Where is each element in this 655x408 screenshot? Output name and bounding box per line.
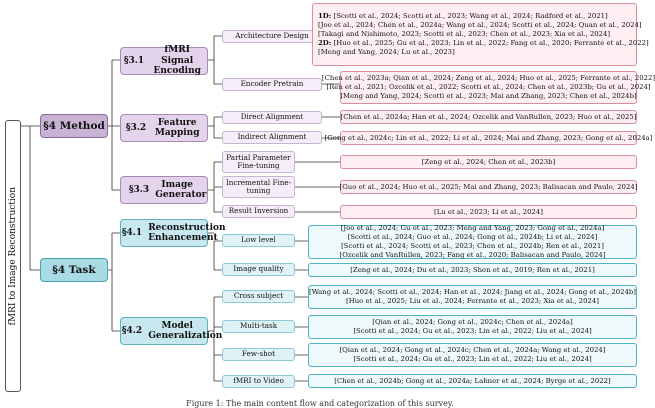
figure-caption: Figure 1: The main content flow and cate… [186,399,454,408]
image-quality-node: Image quality [222,263,295,276]
low-level-refs: [Joo et al., 2024; Gu et al., 2023; Meng… [308,224,637,259]
indirect-alignment-refs: [Gong et al., 2024c; Lin et al., 2022; L… [325,131,652,145]
partial-parameter-refs: [Zeng et al., 2024; Chen et al., 2023b] [340,155,637,169]
root-node: fMRI to Image Reconstruction [5,120,21,392]
architecture-design-node: Architecture Design [222,30,322,43]
task-node: §4 Task [40,258,108,282]
low-level-node: Low level [222,234,295,247]
result-inversion-node: Result Inversion [222,205,295,218]
few-shot-refs: [Qian et al., 2024; Gong et al., 2024c; … [308,343,637,367]
cross-subject-refs: [Wang et al., 2024; Scotti et al., 2024;… [308,285,637,309]
direct-alignment-node: Direct Alignment [222,111,322,124]
multi-task-node: Multi-task [222,320,295,333]
encoder-pretrain-node: Encoder Pretrain [222,78,322,91]
result-inversion-refs: [Lu et al., 2023; Li et al., 2024] [340,205,637,219]
indirect-alignment-node: Indirect Alignment [222,131,322,144]
incremental-finetuning-node: Incremental Fine-tuning [222,176,295,198]
direct-alignment-refs: [Chen et al., 2024a; Han et al., 2024; O… [340,110,637,124]
image-quality-refs: [Zeng et al., 2024; Du et al., 2023; She… [308,263,637,277]
fmri-to-video-node: fMRI to Video [222,375,295,388]
cross-subject-node: Cross subject [222,290,295,303]
root-label: fMRI to Image Reconstruction [8,186,18,326]
tree-connectors [21,35,340,382]
incremental-finetuning-refs: [Guo et al., 2024; Huo et al., 2025; Mai… [340,180,637,194]
architecture-design-refs: 1D: [Scotti et al., 2024; Scotti et al.,… [312,3,649,66]
few-shot-node: Few-shot [222,348,295,361]
partial-parameter-finetuning-node: Partial Parameter Fine-tuning [222,151,295,173]
method-node: §4 Method [40,114,108,138]
encoder-pretrain-refs: [Chen et al., 2023a; Qian et al., 2024; … [322,71,655,104]
fmri-to-video-refs: [Chen et al., 2024b; Gong et al., 2024a;… [308,374,637,388]
multi-task-refs: [Qian et al., 2024; Gong et al., 2024c; … [308,315,637,339]
